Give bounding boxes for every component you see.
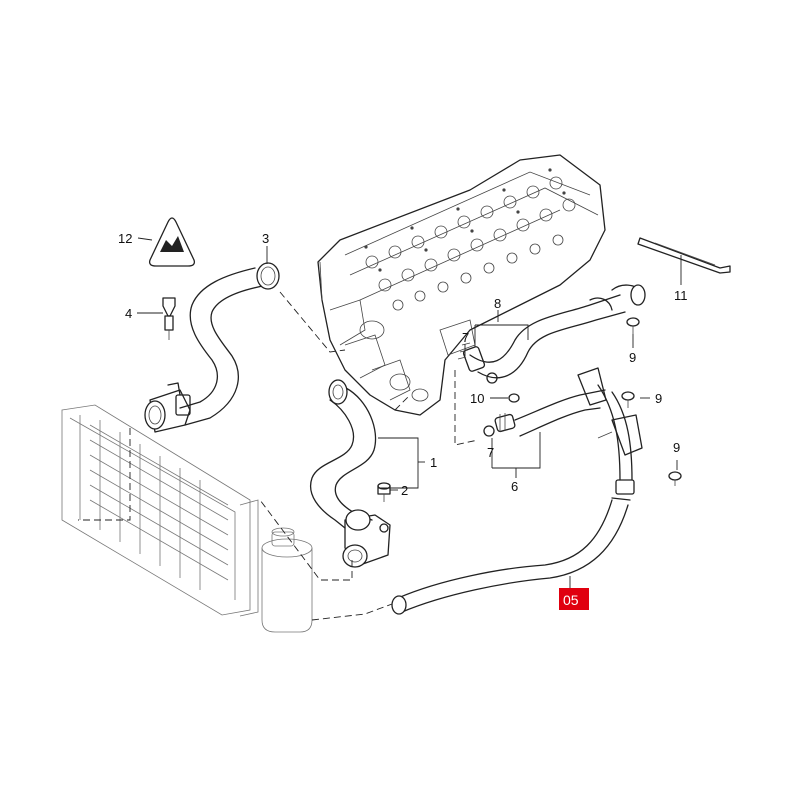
bolt-2	[377, 482, 391, 502]
expansion-tank	[261, 527, 313, 633]
leader-lines	[137, 237, 682, 588]
warning-tag	[148, 217, 196, 267]
lower-radiator-hose	[310, 379, 391, 568]
bolt-9b	[621, 391, 635, 408]
callout-9-mid: 9	[655, 391, 662, 406]
callout-3: 3	[262, 231, 269, 246]
callout-2: 2	[401, 483, 408, 498]
callout-labels: 12 3 4 8 11 7 9 10 9 1 7 9 2 6	[118, 231, 688, 498]
callout-11: 11	[674, 288, 688, 303]
highlighted-hose-05	[391, 497, 631, 615]
callout-6: 6	[511, 479, 518, 494]
callout-9-top: 9	[629, 350, 636, 365]
bolt-9a	[626, 317, 640, 334]
highlight-label-text: 05	[563, 592, 579, 608]
radiator	[61, 404, 259, 617]
callout-1: 1	[430, 455, 437, 470]
highlight-box	[559, 588, 589, 610]
o-ring-10	[508, 393, 520, 403]
callout-10: 10	[470, 391, 484, 406]
callout-4: 4	[125, 306, 132, 321]
callout-12: 12	[118, 231, 132, 246]
engine-cylinder-head	[317, 154, 606, 416]
bolt-9c	[668, 471, 682, 486]
connection-lines	[78, 291, 479, 621]
callout-7-top: 7	[462, 330, 469, 345]
heater-pipe-6	[483, 367, 643, 495]
temperature-sensor	[162, 297, 176, 340]
callout-7-bottom: 7	[487, 445, 494, 460]
highlight-label: 05	[559, 588, 589, 610]
callout-8: 8	[494, 296, 501, 311]
cable-strap-11	[637, 237, 731, 274]
heater-pipe-8	[457, 284, 646, 384]
callout-9-bottom: 9	[673, 440, 680, 455]
upper-radiator-hose	[144, 262, 280, 433]
